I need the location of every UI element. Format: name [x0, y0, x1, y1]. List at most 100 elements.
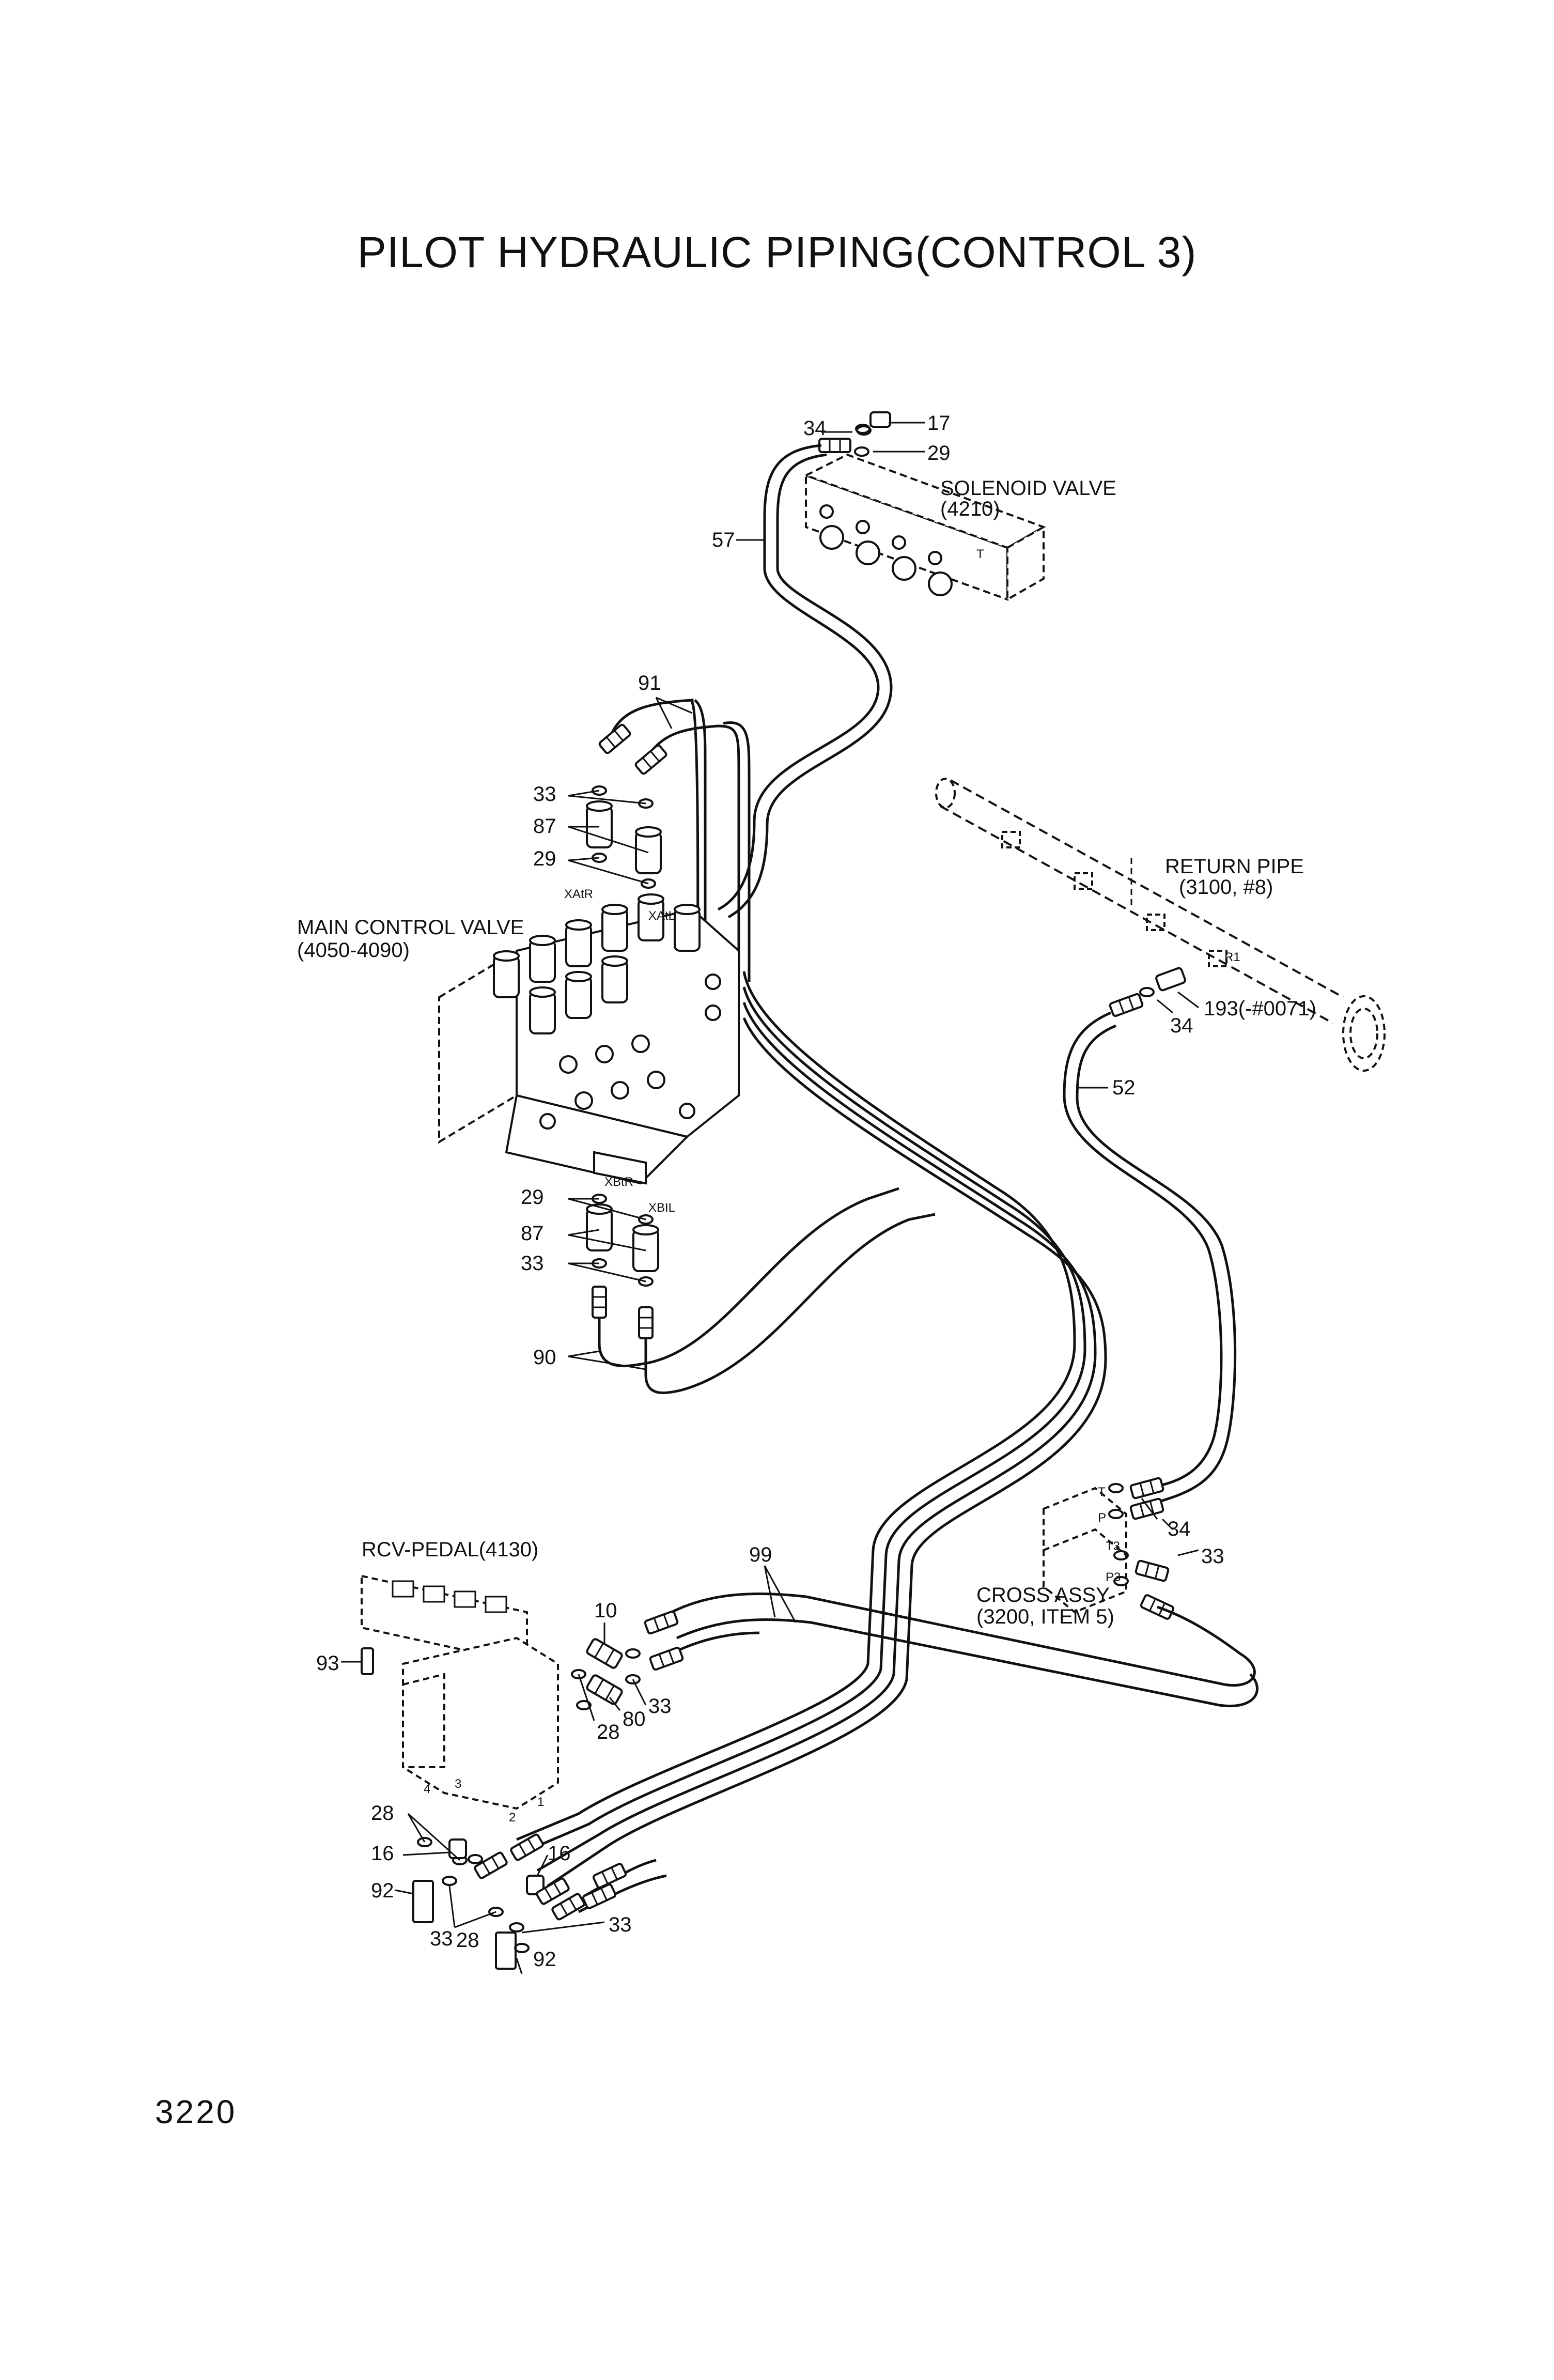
callout-33-d: 33 — [430, 1927, 453, 1950]
leader — [1161, 1518, 1174, 1531]
block-92 — [495, 1931, 517, 1970]
leader — [1177, 1549, 1199, 1556]
main-control-valve — [438, 893, 740, 1185]
leader — [407, 1813, 426, 1843]
callout-28-c: 28 — [456, 1929, 479, 1952]
callout-52: 52 — [1112, 1076, 1136, 1099]
leader — [1141, 1498, 1158, 1520]
page-title: PILOT HYDRAULIC PIPING(CONTROL 3) — [357, 228, 1197, 276]
adapter-193 — [1155, 967, 1186, 992]
callout-33-lower: 33 — [521, 1252, 544, 1275]
callout-34-top: 34 — [803, 417, 827, 440]
pedal-port-c: 2 — [509, 1811, 516, 1825]
o-ring — [442, 1876, 457, 1886]
leader — [568, 1262, 646, 1282]
leader — [632, 1679, 647, 1706]
o-ring — [1139, 987, 1155, 997]
callout-57: 57 — [712, 529, 735, 551]
adapter-80 — [585, 1673, 624, 1706]
callout-90: 90 — [533, 1346, 556, 1369]
leader — [578, 1674, 595, 1721]
callout-87-lower: 87 — [521, 1222, 544, 1245]
return-pipe-ref: (3100, #8) — [1179, 876, 1273, 899]
callout-99: 99 — [749, 1543, 772, 1566]
hose-fitting — [818, 438, 851, 453]
leader — [536, 1854, 549, 1876]
hose-fitting — [648, 1646, 685, 1672]
hose-fitting — [1134, 1559, 1170, 1583]
callout-91: 91 — [638, 672, 661, 694]
hose-90 — [598, 1187, 936, 1394]
callout-33-cross: 33 — [1201, 1545, 1224, 1568]
leader — [516, 1958, 523, 1974]
callout-80: 80 — [623, 1708, 646, 1730]
leader — [764, 1565, 797, 1623]
leader — [521, 1921, 605, 1934]
cross-assy-ref: (3200, ITEM 5) — [976, 1605, 1114, 1628]
leader — [568, 795, 646, 805]
callout-34-right: 34 — [1170, 1014, 1193, 1037]
callout-33-c: 33 — [648, 1695, 672, 1718]
cross-assy-name: CROSS ASSY — [976, 1584, 1110, 1606]
solenoid-valve-name: SOLENOID VALVE — [940, 477, 1116, 500]
port-r1: R1 — [1224, 950, 1240, 964]
pedal-port-d: 1 — [537, 1795, 544, 1809]
leader — [609, 1697, 621, 1711]
cross-assy: T P T3 P3 — [1043, 1485, 1127, 1614]
pedal-port-a: 4 — [424, 1782, 430, 1796]
hose-fitting — [509, 1832, 545, 1862]
leader — [407, 1813, 461, 1861]
o-ring — [625, 1648, 641, 1659]
leader — [395, 1889, 414, 1895]
main-control-valve-name: MAIN CONTROL VALVE — [297, 916, 524, 939]
block-92 — [412, 1880, 434, 1923]
hose-fitting — [633, 743, 669, 776]
o-ring — [854, 446, 869, 457]
callout-28-a: 28 — [597, 1721, 620, 1743]
solenoid-valve: T — [803, 453, 1046, 601]
rcv-pedal-name: RCV-PEDAL(4130) — [362, 1538, 538, 1561]
callout-93: 93 — [316, 1652, 339, 1675]
elbow-16 — [448, 1838, 467, 1859]
callout-16-a: 16 — [371, 1842, 394, 1865]
hose-fitting — [643, 1610, 679, 1635]
hose-57 — [717, 444, 893, 919]
leader — [1157, 999, 1173, 1014]
callout-92-b: 92 — [533, 1948, 556, 1971]
o-ring — [468, 1854, 483, 1864]
hose-fitting — [1108, 992, 1144, 1018]
leader — [655, 697, 673, 729]
hose-99 — [671, 1592, 1258, 1707]
return-pipe: R1 — [935, 778, 1386, 1072]
leader — [402, 1851, 450, 1856]
leader — [568, 859, 649, 885]
leader — [1177, 991, 1199, 1009]
hose-fitting — [592, 1286, 607, 1319]
rcv-pedal: 4 3 2 1 — [361, 1574, 559, 1825]
port-xatl: XAtL — [648, 909, 675, 923]
callout-33-upper: 33 — [533, 783, 556, 806]
callout-29-lower: 29 — [521, 1186, 544, 1209]
hose-52 — [1063, 1011, 1237, 1505]
leader — [568, 1234, 646, 1251]
port-xatr: XAtR — [564, 887, 593, 901]
port-t: T — [1098, 1485, 1106, 1499]
leader — [568, 1229, 600, 1236]
leader — [454, 1911, 496, 1928]
o-ring — [1108, 1483, 1124, 1493]
hose-bundle — [516, 971, 1107, 1888]
page-number: 3220 — [155, 2093, 237, 2130]
leader — [568, 1350, 600, 1357]
port-t-sol: T — [976, 547, 984, 561]
leader — [568, 826, 649, 854]
hose-fitting — [638, 1306, 654, 1339]
callout-33-e: 33 — [609, 1913, 632, 1936]
leader — [656, 697, 693, 714]
callout-34-cross: 34 — [1168, 1518, 1191, 1540]
leader — [568, 1355, 646, 1370]
pedal-port-b: 3 — [455, 1777, 461, 1791]
callout-10: 10 — [594, 1599, 617, 1622]
callout-92-a: 92 — [371, 1879, 394, 1902]
o-ring — [514, 1943, 530, 1953]
